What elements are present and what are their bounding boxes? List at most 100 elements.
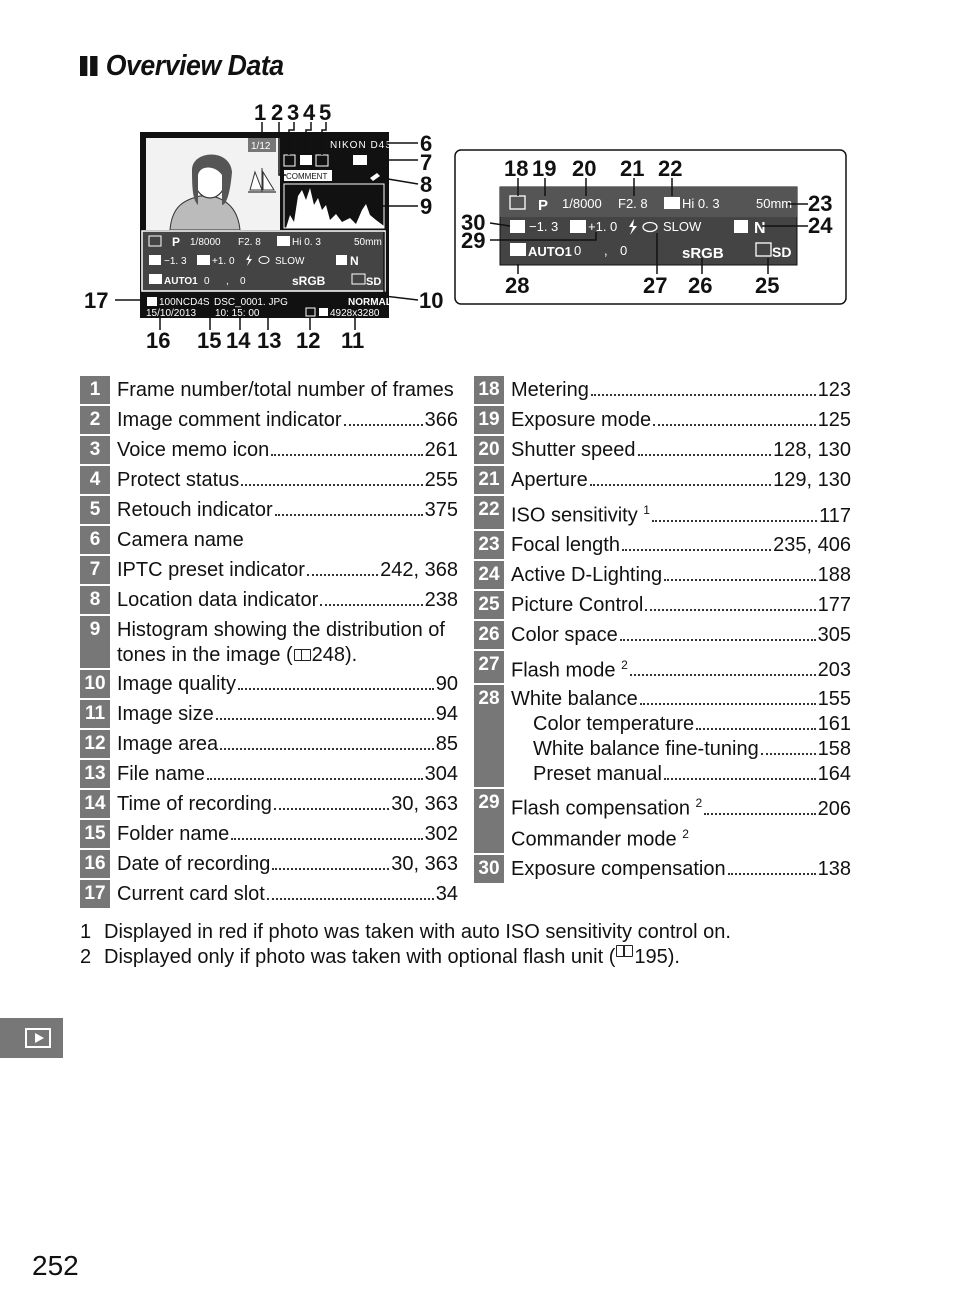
legend-number: 12 — [80, 730, 110, 758]
legend-number: 26 — [474, 620, 504, 649]
svg-text:21: 21 — [620, 156, 644, 181]
red-eye-icon — [642, 221, 658, 233]
svg-text:23: 23 — [808, 191, 832, 216]
footnote-ref: 1 — [643, 503, 650, 517]
legend-label: Frame number/total number of frames — [117, 379, 454, 401]
leader-dots — [696, 728, 816, 731]
legend-line: Histogram showing the distribution of — [117, 618, 458, 643]
iso-icon — [277, 236, 290, 246]
svg-text:8: 8 — [420, 172, 432, 197]
svg-text:12: 12 — [296, 328, 320, 353]
legend-label: IPTC preset indicator — [117, 559, 305, 581]
leader-dots — [271, 454, 423, 456]
playback-tab[interactable] — [0, 1018, 63, 1058]
svg-text:1: 1 — [254, 100, 266, 125]
leader-dots — [237, 688, 434, 690]
svg-text:Hi 0. 3: Hi 0. 3 — [682, 196, 720, 211]
legend-page: 34 — [435, 883, 458, 905]
leader-dots — [704, 812, 816, 815]
legend-page: 129, 130 — [773, 469, 851, 491]
svg-text:30: 30 — [461, 210, 485, 235]
d-lighting-icon — [336, 255, 347, 265]
legend-page: 161 — [817, 713, 851, 736]
book-reference-icon — [616, 945, 634, 957]
legend-body: Camera name — [110, 526, 458, 554]
legend-label: ISO sensitivity 1 — [511, 503, 650, 527]
legend-number: 25 — [474, 590, 504, 619]
legend-number: 21 — [474, 466, 504, 494]
legend-label: Voice memo icon — [117, 439, 270, 461]
legend-page: 94 — [435, 703, 458, 725]
svg-text:−1. 3: −1. 3 — [164, 256, 187, 267]
legend-label: Flash mode 2 — [511, 657, 628, 682]
location-icon — [370, 173, 380, 181]
legend-page: 123 — [817, 379, 851, 401]
legend-page: 206 — [817, 797, 851, 820]
svg-text:29: 29 — [461, 228, 485, 253]
image-area-icon — [305, 307, 316, 317]
legend-page: 366 — [424, 409, 458, 431]
svg-text:−1. 3: −1. 3 — [529, 219, 558, 234]
leader-dots — [343, 424, 423, 426]
legend-number: 20 — [474, 436, 504, 464]
playback-icon — [25, 1028, 51, 1048]
footnote-ref: 2 — [695, 796, 703, 811]
svg-text:22: 22 — [658, 156, 682, 181]
legend-page: 375 — [424, 499, 458, 521]
section-marker-icon — [80, 50, 100, 83]
svg-text:28: 28 — [505, 273, 529, 298]
svg-text:SLOW: SLOW — [275, 256, 305, 267]
svg-text:13: 13 — [257, 328, 281, 353]
wb-icon — [149, 274, 162, 284]
legend-number: 11 — [80, 700, 110, 728]
page-title: Overview Data — [80, 50, 284, 83]
leader-dots — [320, 604, 423, 606]
overview-diagram: 1/12 NIKON D4S COMMENT P 1/8000 F2. 8 Hi… — [84, 100, 847, 353]
legend-number: 19 — [474, 406, 504, 434]
svg-text:0: 0 — [204, 276, 210, 287]
leader-dots — [220, 748, 434, 750]
right-callouts: 18 19 20 21 22 23 24 25 26 27 28 29 30 — [461, 156, 833, 298]
svg-text:19: 19 — [532, 156, 556, 181]
legend-label: Date of recording — [117, 853, 271, 875]
svg-text:AUTO1: AUTO1 — [164, 276, 198, 287]
svg-text:F2. 8: F2. 8 — [618, 196, 648, 211]
svg-text:50mm: 50mm — [354, 237, 382, 248]
legend-label: tones in the image ( — [117, 644, 293, 666]
leader-dots — [645, 608, 816, 611]
exposure-comp-icon — [149, 255, 161, 265]
svg-text:4928x3280: 4928x3280 — [330, 308, 380, 319]
